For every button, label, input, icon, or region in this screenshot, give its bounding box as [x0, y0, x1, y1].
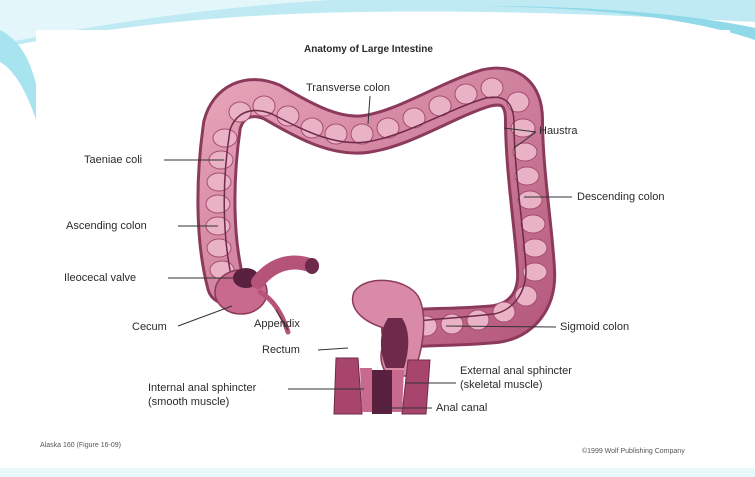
ileum-opening: [305, 258, 319, 274]
rectum-lumen: [381, 318, 408, 368]
figure-card: Anatomy of Large Intestine Transverse co…: [36, 30, 730, 465]
label-cecum: Cecum: [132, 321, 167, 334]
external-anal-sphincter: [334, 358, 362, 414]
label-appendix: Appendix: [254, 318, 300, 331]
label-sigmoid-colon: Sigmoid colon: [560, 321, 629, 334]
ileum: [258, 263, 312, 282]
label-ileocecal-valve: Ileocecal valve: [64, 272, 136, 285]
label-internal-anal-sphincter-note: (smooth muscle): [148, 396, 229, 409]
label-taeniae-coli: Taeniae coli: [84, 154, 142, 167]
figure-title: Anatomy of Large Intestine: [304, 44, 433, 55]
figure-credit-left: Alaska 160 (Figure 16-09): [40, 442, 121, 449]
label-external-anal-sphincter: External anal sphincter: [460, 365, 572, 378]
large-intestine-illustration: [36, 30, 730, 465]
anal-canal: [372, 370, 392, 414]
label-descending-colon: Descending colon: [577, 191, 664, 204]
internal-anal-sphincter: [360, 368, 372, 412]
label-internal-anal-sphincter: Internal anal sphincter: [148, 382, 256, 395]
label-haustra: Haustra: [539, 125, 578, 138]
label-ascending-colon: Ascending colon: [66, 220, 147, 233]
label-external-anal-sphincter-note: (skeletal muscle): [460, 379, 543, 392]
label-transverse-colon: Transverse colon: [306, 82, 390, 95]
label-anal-canal: Anal canal: [436, 402, 487, 415]
figure-credit-right: ©1999 Wolf Publishing Company: [582, 448, 685, 455]
internal-anal-sphincter-right: [392, 370, 404, 412]
label-rectum: Rectum: [262, 344, 300, 357]
bottom-band: [0, 468, 755, 477]
